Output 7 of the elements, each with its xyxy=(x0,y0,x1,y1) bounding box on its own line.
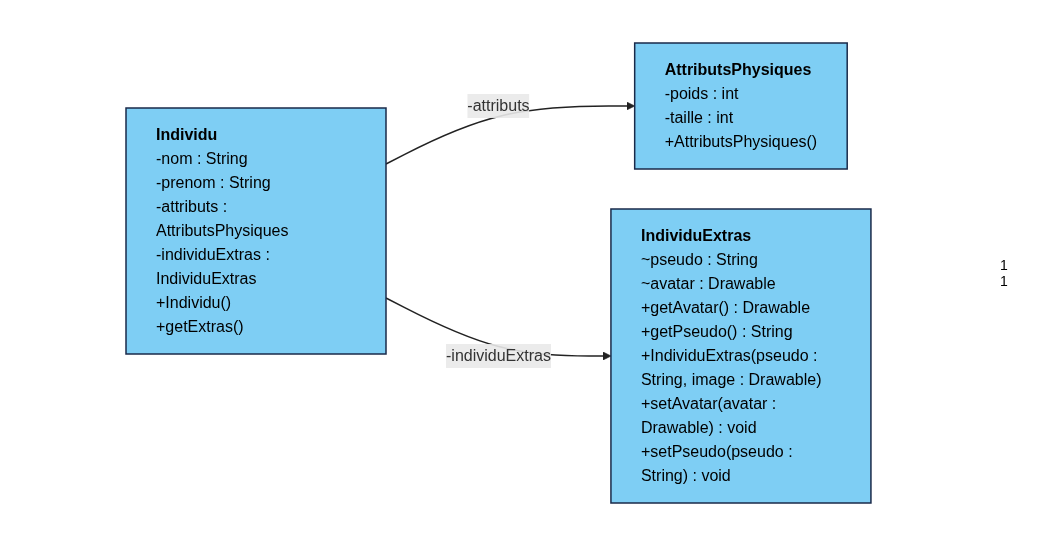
edge-label: -individuExtras xyxy=(445,347,551,364)
edge-label: -attributs xyxy=(466,97,530,114)
node-box: IndividuExtras ~pseudo : String ~avatar : Drawable +getAvatar() : Drawable +getPseudo() : String +IndividuExtras(pseudo : String, image : Drawable) +setAvatar(avatar : Drawable) : void +setPseudo(pseudo : String) : void xyxy=(609,208,872,504)
node-box: Individu -nom : String -prenom : String -attributs : AttributsPhysiques -individuExtras : IndividuExtras +Individu() +getExtras() xyxy=(124,107,387,355)
multiplicity-label: 1 xyxy=(1000,273,1009,289)
node-box: AttributsPhysiques -poids : int -taille : int +AttributsPhysiques() xyxy=(633,42,848,170)
multiplicity-label: 1 xyxy=(1000,257,1009,273)
